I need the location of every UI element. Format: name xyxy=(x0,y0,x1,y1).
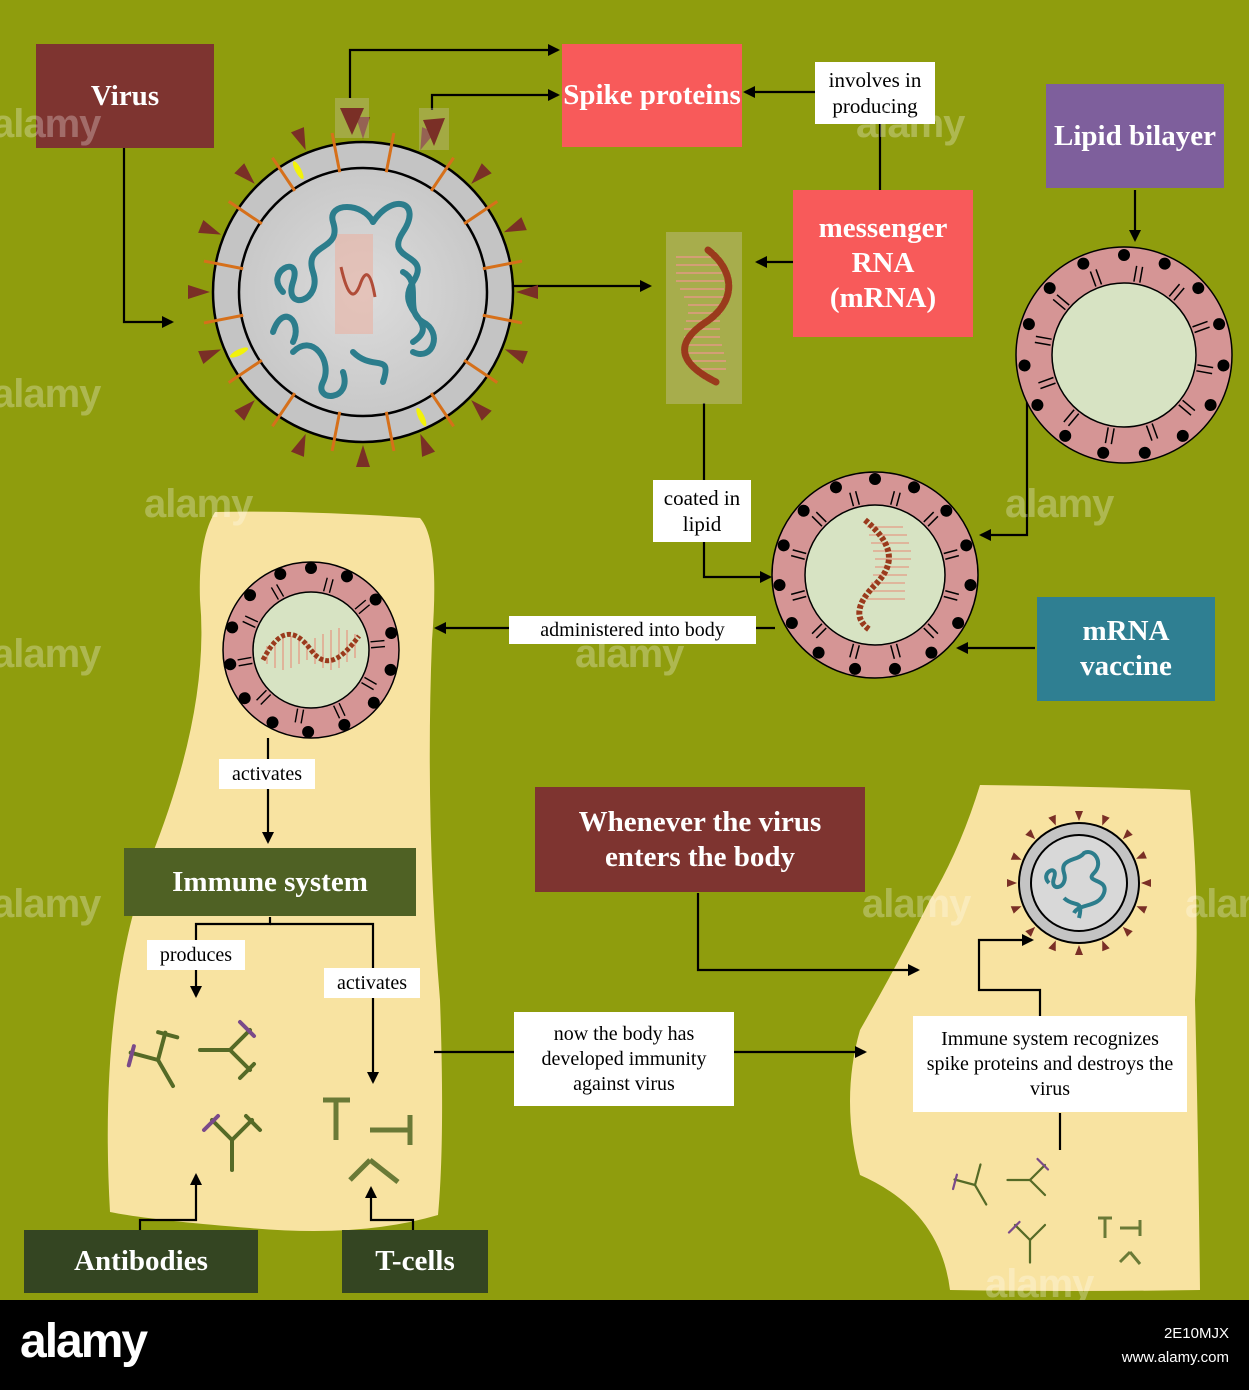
watermark-text: alamy xyxy=(985,1262,1094,1300)
produces-label: produces xyxy=(147,940,245,970)
activates-label-2: activates xyxy=(324,968,420,998)
t-cells-box: T-cells xyxy=(342,1230,488,1293)
vaccine-particle xyxy=(771,471,979,679)
administered-label: administered into body xyxy=(509,616,756,644)
spike-proteins-box: Spike proteins xyxy=(562,44,742,147)
antibodies-box: Antibodies xyxy=(24,1230,258,1293)
image-id: 2E10MJX xyxy=(1163,1325,1229,1342)
watermark-text: alamy xyxy=(856,102,965,146)
arrow-recognize-to-virus xyxy=(977,934,1042,1017)
arrow-strand-to-vaccine xyxy=(702,403,772,583)
antibodies-group-right xyxy=(951,1157,1050,1264)
coated-label: coated in lipid xyxy=(653,480,751,542)
antibodies-group-left xyxy=(126,1020,262,1172)
recognizes-label: Immune system recognizes spike proteins … xyxy=(913,1016,1187,1112)
arrow-whenever-to-body xyxy=(696,893,920,976)
arrow-tcells-up xyxy=(365,1186,415,1230)
mrna-strand xyxy=(666,232,742,404)
watermark-text: alamy xyxy=(575,632,684,676)
mrna-vaccine-box: mRNA vaccine xyxy=(1037,597,1215,701)
diagram-canvas: Virus Spike proteins Lipid bilayer messe… xyxy=(0,0,1249,1300)
lipid-bilayer-particle xyxy=(1015,246,1233,464)
lipid-bilayer-box: Lipid bilayer xyxy=(1046,84,1224,188)
immunity-label: now the body has developed immunity agai… xyxy=(514,1012,734,1106)
immune-system-box: Immune system xyxy=(124,848,416,916)
t-cells-group-left xyxy=(323,1097,413,1184)
arrow-spike-to-spikebox-1 xyxy=(348,44,560,98)
arrow-spike-to-spikebox-2 xyxy=(430,89,560,110)
watermark-text: alamy xyxy=(0,372,101,416)
messenger-rna-box: messenger RNA (mRNA) xyxy=(793,190,973,337)
virus-box: Virus xyxy=(36,44,214,148)
involves-label: involves in producing xyxy=(815,62,935,124)
line-immune-branch-2 xyxy=(270,922,379,1084)
whenever-virus-box: Whenever the virus enters the body xyxy=(535,787,865,892)
t-cells-group-right xyxy=(1098,1216,1142,1265)
watermark-text: alamy xyxy=(0,632,101,676)
watermark-text: alamy xyxy=(1185,882,1249,926)
image-meta: 2E10MJX www.alamy.com xyxy=(1122,1322,1229,1370)
watermark-text: alamy xyxy=(0,102,101,146)
activates-label-1: activates xyxy=(219,759,315,789)
vaccine-particle-body xyxy=(222,561,400,739)
alamy-logo: alamy xyxy=(20,1315,148,1368)
watermark-text: alamy xyxy=(1005,482,1114,526)
stock-footer: alamy 2E10MJX www.alamy.com xyxy=(0,1300,1249,1390)
arrow-virus-to-particle xyxy=(122,148,174,328)
site-url: www.alamy.com xyxy=(1121,1349,1229,1366)
arrow-bilayer-to-vaccine xyxy=(979,400,1029,541)
watermark-text: alamy xyxy=(0,882,101,926)
watermark-text: alamy xyxy=(144,482,253,526)
watermark-text: alamy xyxy=(862,882,971,926)
virus-particle-small xyxy=(1007,811,1151,955)
arrow-antibodies-up xyxy=(138,1173,202,1230)
virus-particle-large xyxy=(188,117,538,467)
diagram-graphics xyxy=(107,44,1233,1291)
